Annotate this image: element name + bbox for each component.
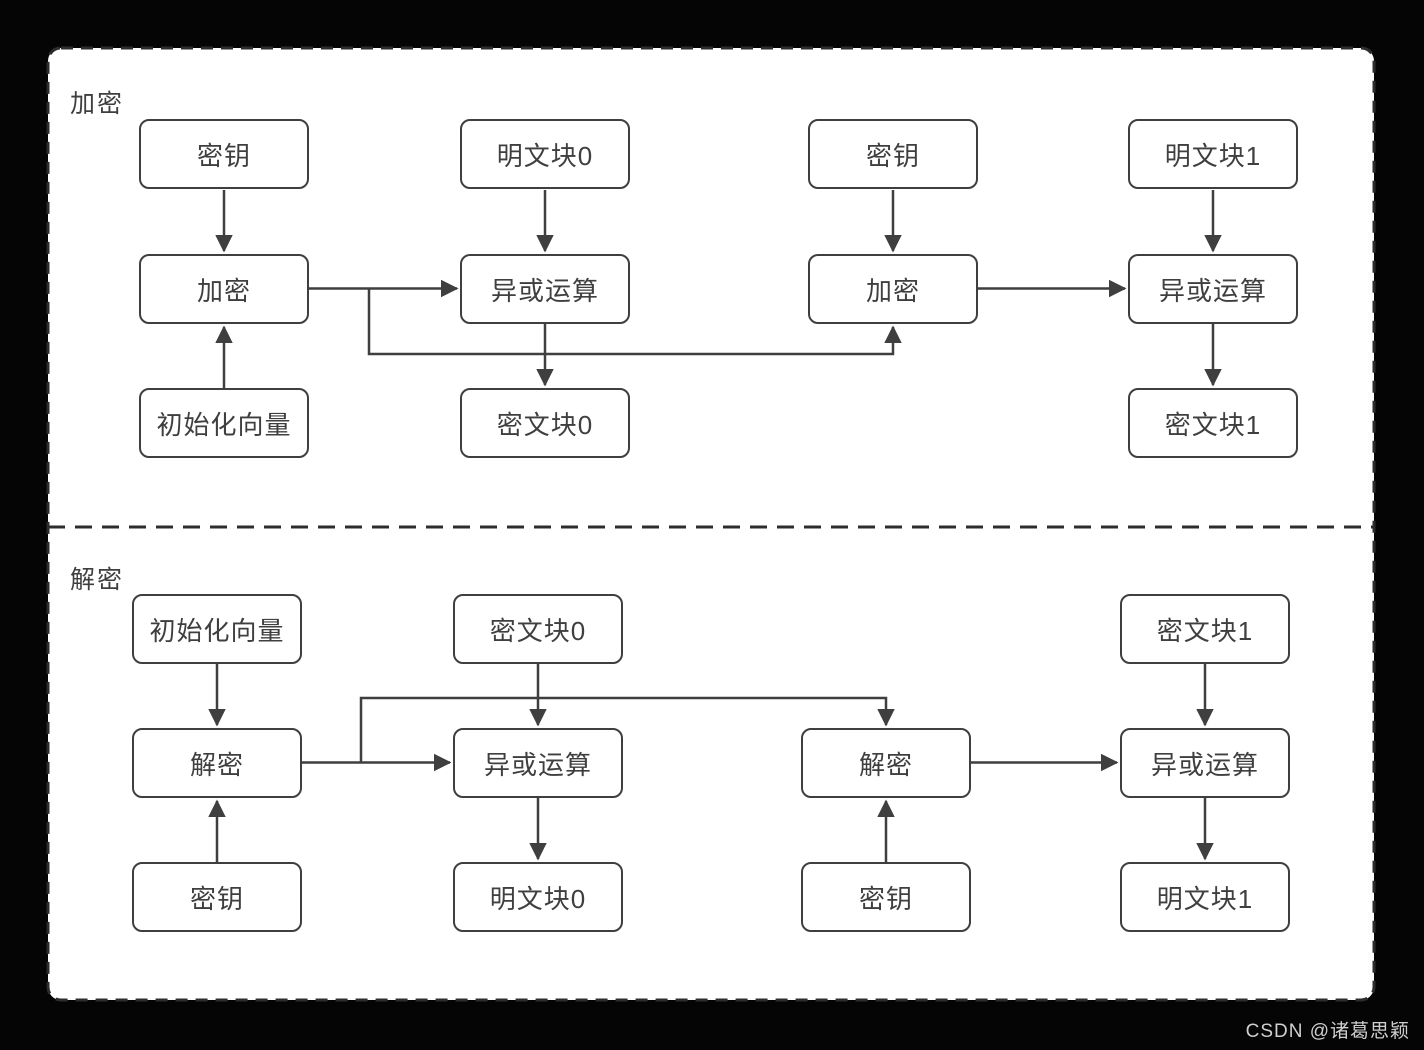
box-dec-xor-1: 异或运算 [453, 728, 623, 798]
section-label-encryption: 加密 [70, 90, 125, 118]
box-dec-decrypt-2: 解密 [801, 728, 971, 798]
box-dec-ciphertext-1: 密文块1 [1120, 594, 1290, 664]
box-enc-xor-1: 异或运算 [460, 254, 630, 324]
box-enc-plaintext-0: 明文块0 [460, 119, 630, 189]
box-dec-decrypt-1: 解密 [132, 728, 302, 798]
box-dec-xor-2: 异或运算 [1120, 728, 1290, 798]
box-enc-key-1: 密钥 [139, 119, 309, 189]
box-enc-ciphertext-0: 密文块0 [460, 388, 630, 458]
box-enc-iv: 初始化向量 [139, 388, 309, 458]
box-dec-iv: 初始化向量 [132, 594, 302, 664]
feedback-line-encryption [367, 288, 902, 356]
box-dec-key-1: 密钥 [132, 862, 302, 932]
box-enc-encrypt-1: 加密 [139, 254, 309, 324]
box-enc-key-2: 密钥 [808, 119, 978, 189]
box-dec-plaintext-0: 明文块0 [453, 862, 623, 932]
watermark: CSDN @诸葛思颖 [1245, 1021, 1410, 1042]
feedback-line-decryption [359, 696, 895, 763]
box-dec-key-2: 密钥 [801, 862, 971, 932]
box-enc-ciphertext-1: 密文块1 [1128, 388, 1298, 458]
box-enc-xor-2: 异或运算 [1128, 254, 1298, 324]
box-enc-plaintext-1: 明文块1 [1128, 119, 1298, 189]
box-dec-ciphertext-0: 密文块0 [453, 594, 623, 664]
section-label-decryption: 解密 [70, 566, 125, 594]
box-enc-encrypt-2: 加密 [808, 254, 978, 324]
box-dec-plaintext-1: 明文块1 [1120, 862, 1290, 932]
diagram-container [46, 46, 1376, 1002]
